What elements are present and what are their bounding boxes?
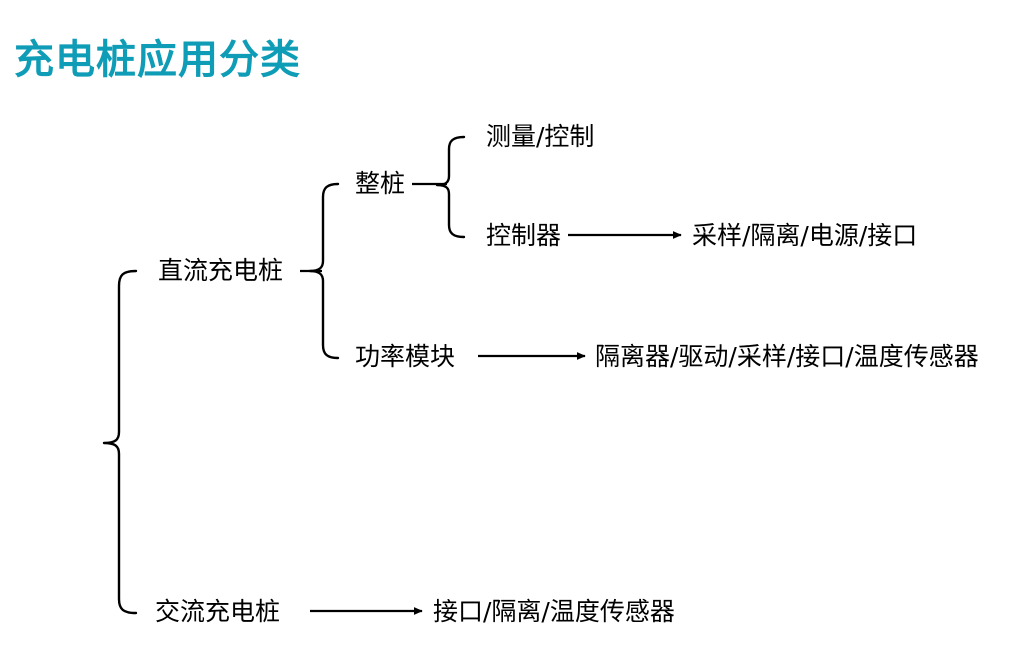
node-whole-pile: 整桩 bbox=[355, 169, 405, 198]
root-brace bbox=[102, 269, 138, 615]
node-measure-control: 测量/控制 bbox=[486, 122, 594, 151]
node-power-module-parts: 隔离器/驱动/采样/接口/温度传感器 bbox=[595, 342, 979, 371]
node-power-module: 功率模块 bbox=[355, 342, 455, 371]
node-ac-pile: 交流充电桩 bbox=[155, 597, 280, 626]
whole-pile-brace bbox=[435, 135, 466, 239]
page-title: 充电桩应用分类 bbox=[14, 37, 301, 83]
node-ac-pile-parts: 接口/隔离/温度传感器 bbox=[433, 597, 675, 626]
node-controller: 控制器 bbox=[486, 221, 561, 250]
dc-brace bbox=[308, 182, 340, 360]
node-dc-pile: 直流充电桩 bbox=[158, 256, 283, 285]
node-controller-parts: 采样/隔离/电源/接口 bbox=[692, 221, 917, 250]
